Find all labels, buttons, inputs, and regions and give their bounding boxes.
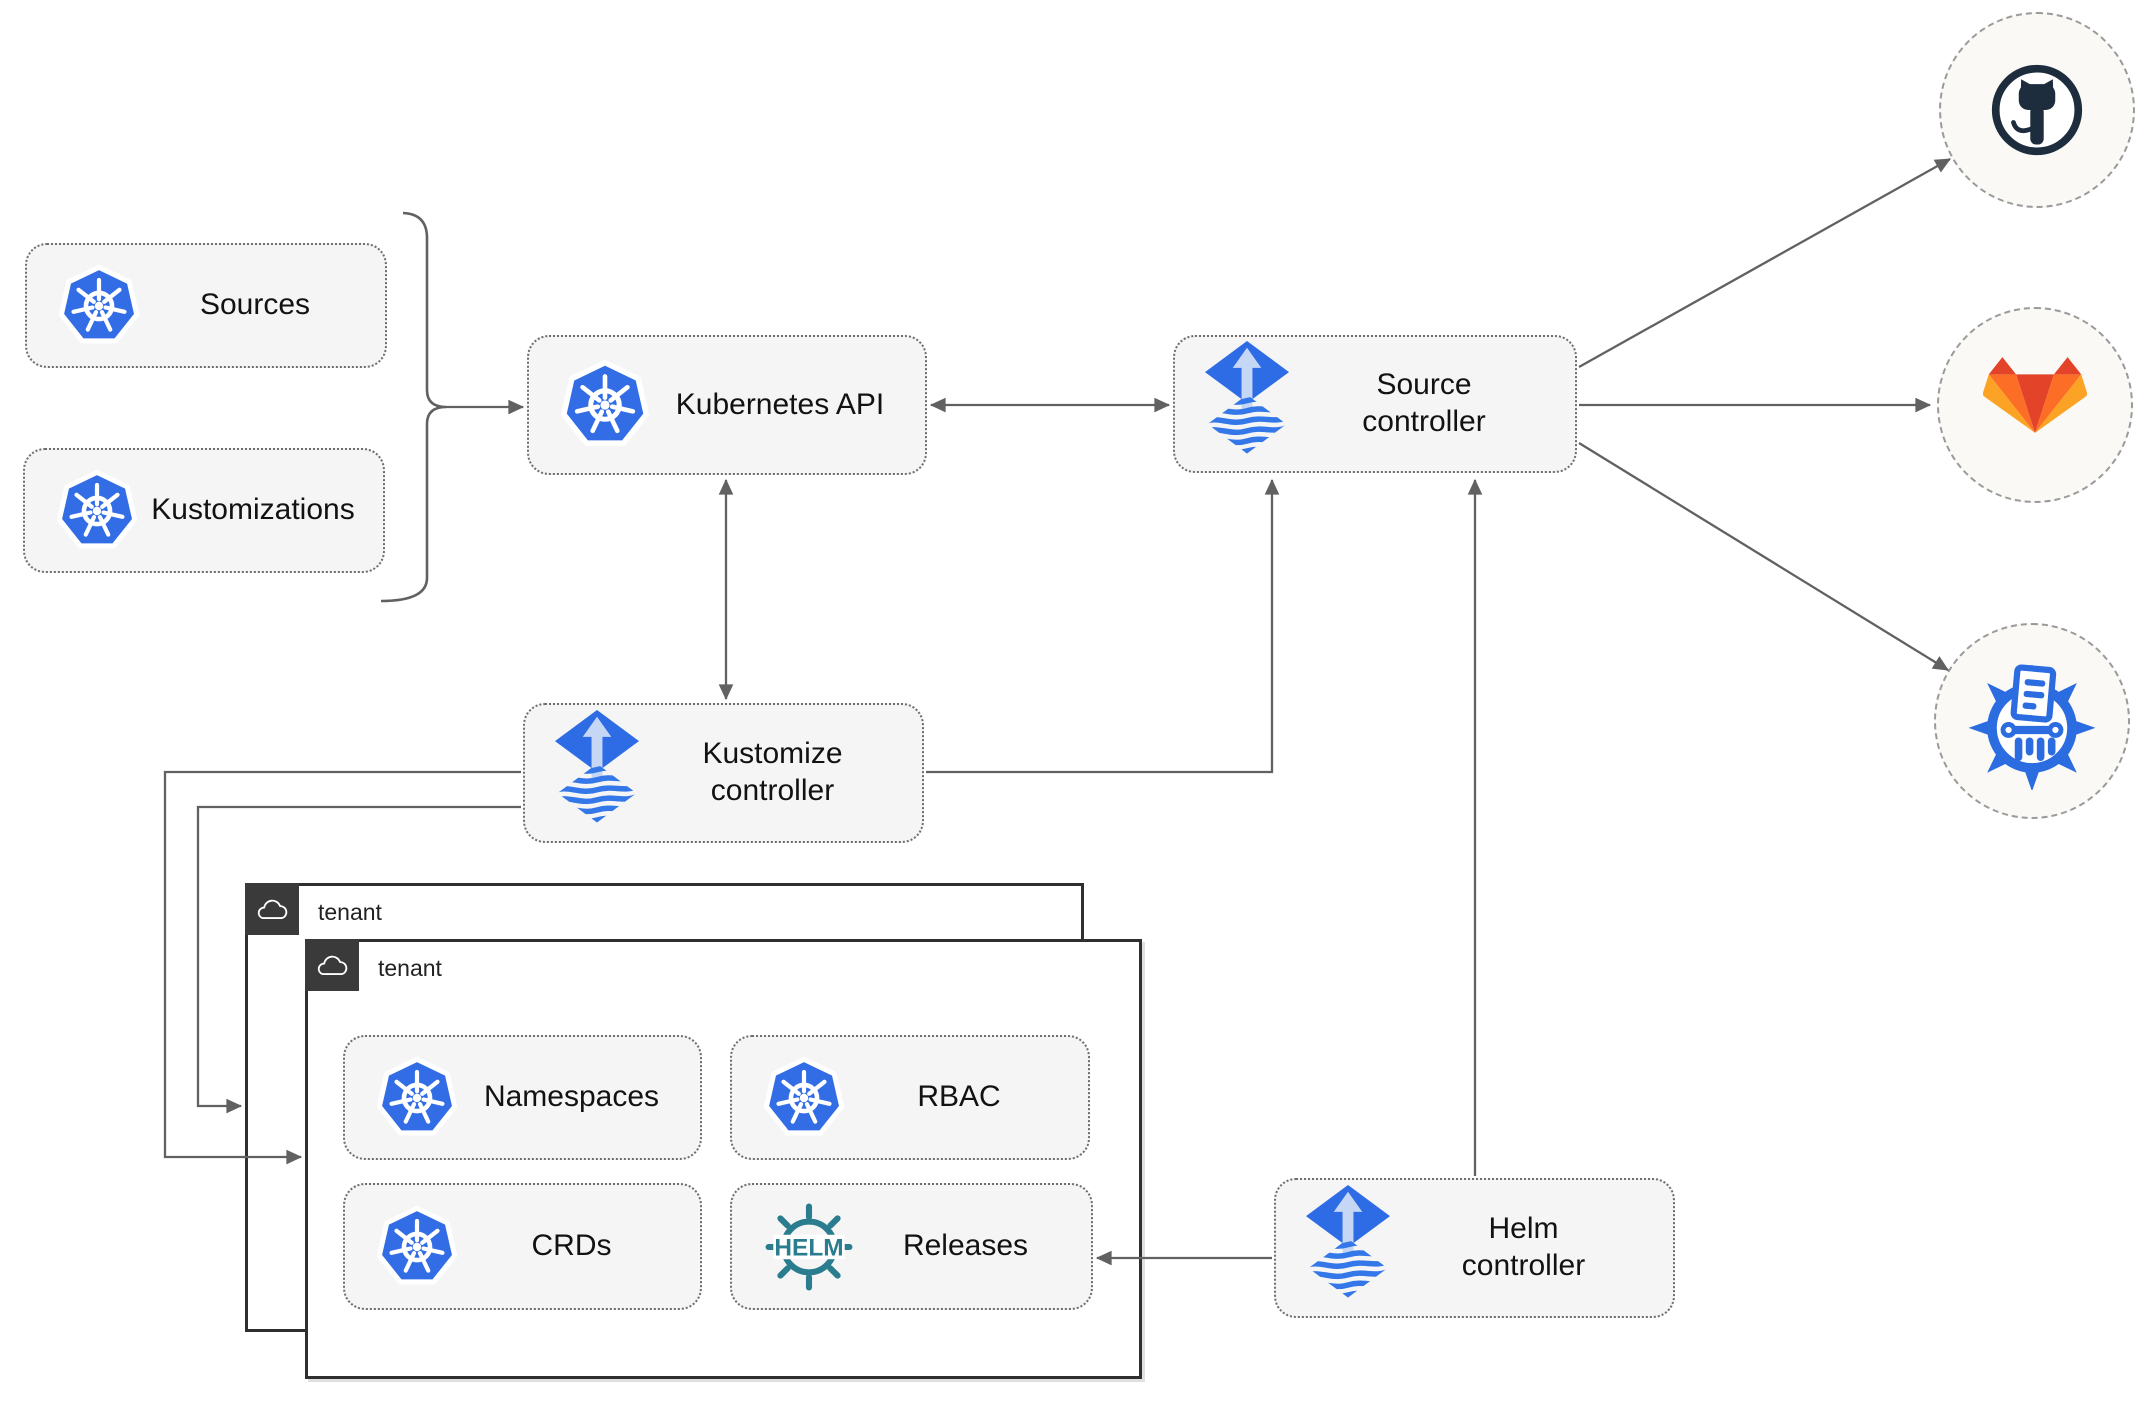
node-kustomizations: Kustomizations	[23, 448, 385, 573]
node-kubernetes-api: Kubernetes API	[527, 335, 927, 475]
edge-source-to-registry	[1578, 442, 1949, 671]
cloud-badge	[245, 883, 299, 935]
flux-icon	[1205, 341, 1289, 467]
edge-source-to-github	[1578, 157, 1951, 369]
node-sources: Sources	[25, 243, 387, 368]
node-source-controller: Source controller	[1173, 335, 1577, 473]
kubernetes-icon	[55, 467, 139, 555]
cloud-badge	[305, 939, 359, 991]
cloud-icon	[255, 896, 289, 922]
tenant-label: tenant	[318, 899, 382, 925]
node-label: RBAC	[917, 1080, 1001, 1114]
kubernetes-icon	[375, 1054, 459, 1142]
github-icon	[1989, 62, 2085, 158]
node-kustomize-controller: Kustomize controller	[523, 703, 924, 843]
node-label: Releases	[902, 1229, 1029, 1263]
kubernetes-icon	[57, 262, 141, 350]
flux-icon	[555, 710, 639, 836]
node-label: Kubernetes API	[675, 387, 885, 421]
node-helm-controller: Helm controller	[1274, 1178, 1675, 1318]
node-label: Sources	[199, 288, 311, 322]
node-label: Kustomizations	[151, 493, 355, 527]
node-label: Namespaces	[483, 1080, 660, 1114]
flux-icon	[1306, 1185, 1390, 1311]
node-releases: Releases	[730, 1183, 1093, 1310]
node-label: Kustomize controller	[702, 737, 843, 807]
tenant-label: tenant	[378, 955, 442, 981]
node-crds: CRDs	[343, 1183, 702, 1310]
endpoint-gitlab	[1937, 307, 2133, 503]
node-rbac: RBAC	[730, 1035, 1090, 1160]
registry-icon	[1963, 652, 2101, 790]
cloud-icon	[315, 952, 349, 978]
kubernetes-icon	[559, 357, 651, 453]
kubernetes-icon	[762, 1054, 846, 1142]
edge-kustomize-to-source-controller	[926, 478, 1280, 774]
endpoint-registry	[1934, 623, 2130, 819]
gitlab-icon	[1983, 356, 2087, 455]
node-label: Source controller	[1362, 368, 1486, 438]
node-label: Helm controller	[1461, 1212, 1586, 1282]
kubernetes-icon	[375, 1203, 459, 1291]
helm-icon	[762, 1200, 856, 1294]
node-namespaces: Namespaces	[343, 1035, 702, 1160]
bracket-sources-group	[380, 211, 447, 603]
endpoint-github	[1939, 12, 2135, 208]
node-label: CRDs	[531, 1229, 612, 1263]
